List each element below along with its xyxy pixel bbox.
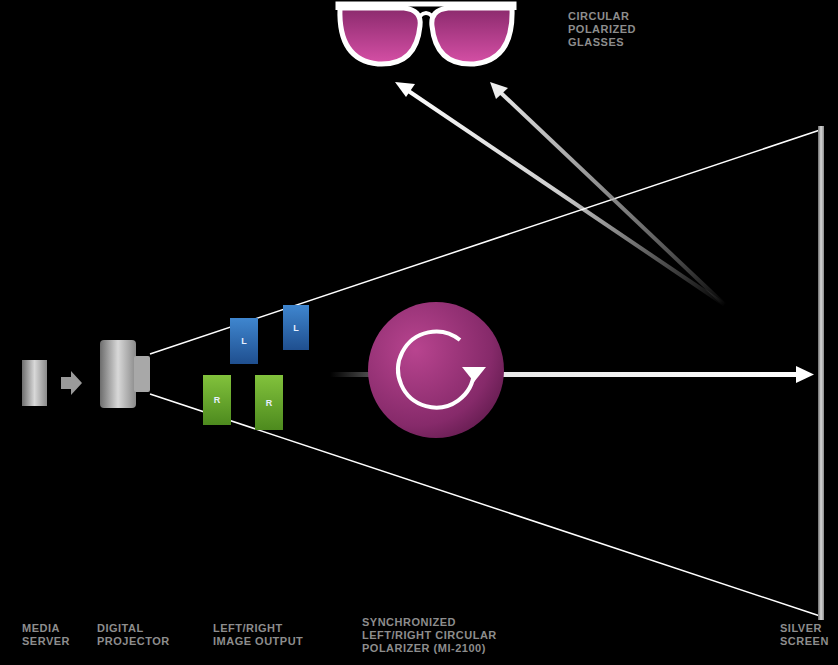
frame-letter: R <box>266 398 273 408</box>
projection-ray <box>150 394 820 616</box>
frame-letter: L <box>241 336 247 346</box>
part-label: SYNCHRONIZED LEFT/RIGHT CIRCULAR POLARIZ… <box>362 616 512 655</box>
rotation-arrow <box>398 332 474 408</box>
part-label: CIRCULAR POLARIZED GLASSES <box>568 10 640 49</box>
arrow-head <box>490 82 508 99</box>
part-label: DIGITAL PROJECTOR <box>97 622 177 648</box>
digital-projector <box>100 340 136 408</box>
media-server <box>22 360 47 406</box>
image-frame: L <box>230 318 258 364</box>
part-label: MEDIA SERVER <box>22 622 72 648</box>
part-label: SILVER SCREEN <box>780 622 834 648</box>
polarized-glasses <box>338 4 514 64</box>
circular-polarizer <box>368 302 504 438</box>
arrow-head <box>796 366 814 383</box>
flow-arrow <box>61 371 82 395</box>
frame-letter: R <box>214 395 221 405</box>
reflected-ray <box>500 92 725 305</box>
image-frame: R <box>255 375 283 430</box>
projector-lens <box>134 356 150 392</box>
arrow-head <box>462 367 486 382</box>
arrow-head <box>395 82 415 97</box>
frame-letter: L <box>293 323 299 333</box>
reflected-ray <box>407 90 725 305</box>
image-frame: R <box>203 375 231 425</box>
silver-screen <box>818 126 824 620</box>
part-label: LEFT/RIGHT IMAGE OUTPUT <box>213 622 318 648</box>
image-frame: L <box>283 305 309 350</box>
